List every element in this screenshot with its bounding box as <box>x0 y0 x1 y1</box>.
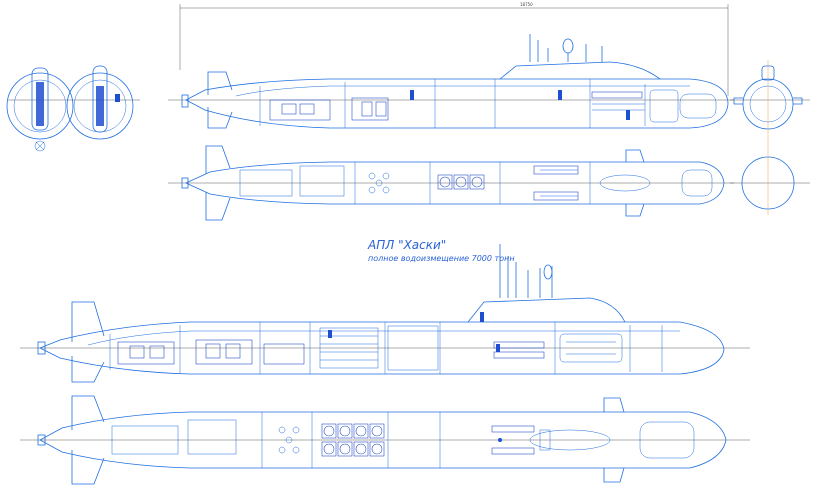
cross-section-fore <box>6 67 140 152</box>
cross-section-aft <box>66 65 134 140</box>
drawing-title: АПЛ "Хаски" <box>368 238 447 252</box>
vls-cells-v2 <box>278 423 385 457</box>
variant-2-top-plan <box>20 395 750 485</box>
dimension-label: 18750 <box>520 2 533 7</box>
variant-1-side-profile <box>168 34 734 129</box>
drawing-subtitle: полное водоизмещение 7000 тонн <box>368 254 515 263</box>
variant-1-top-plan <box>168 145 734 221</box>
overall-length-dimension <box>179 4 729 96</box>
variant-2-side-profile <box>20 244 750 383</box>
variant-1-front-section <box>730 150 810 215</box>
variant-1-front-view <box>730 60 810 150</box>
vls-cells-v1 <box>368 172 485 194</box>
